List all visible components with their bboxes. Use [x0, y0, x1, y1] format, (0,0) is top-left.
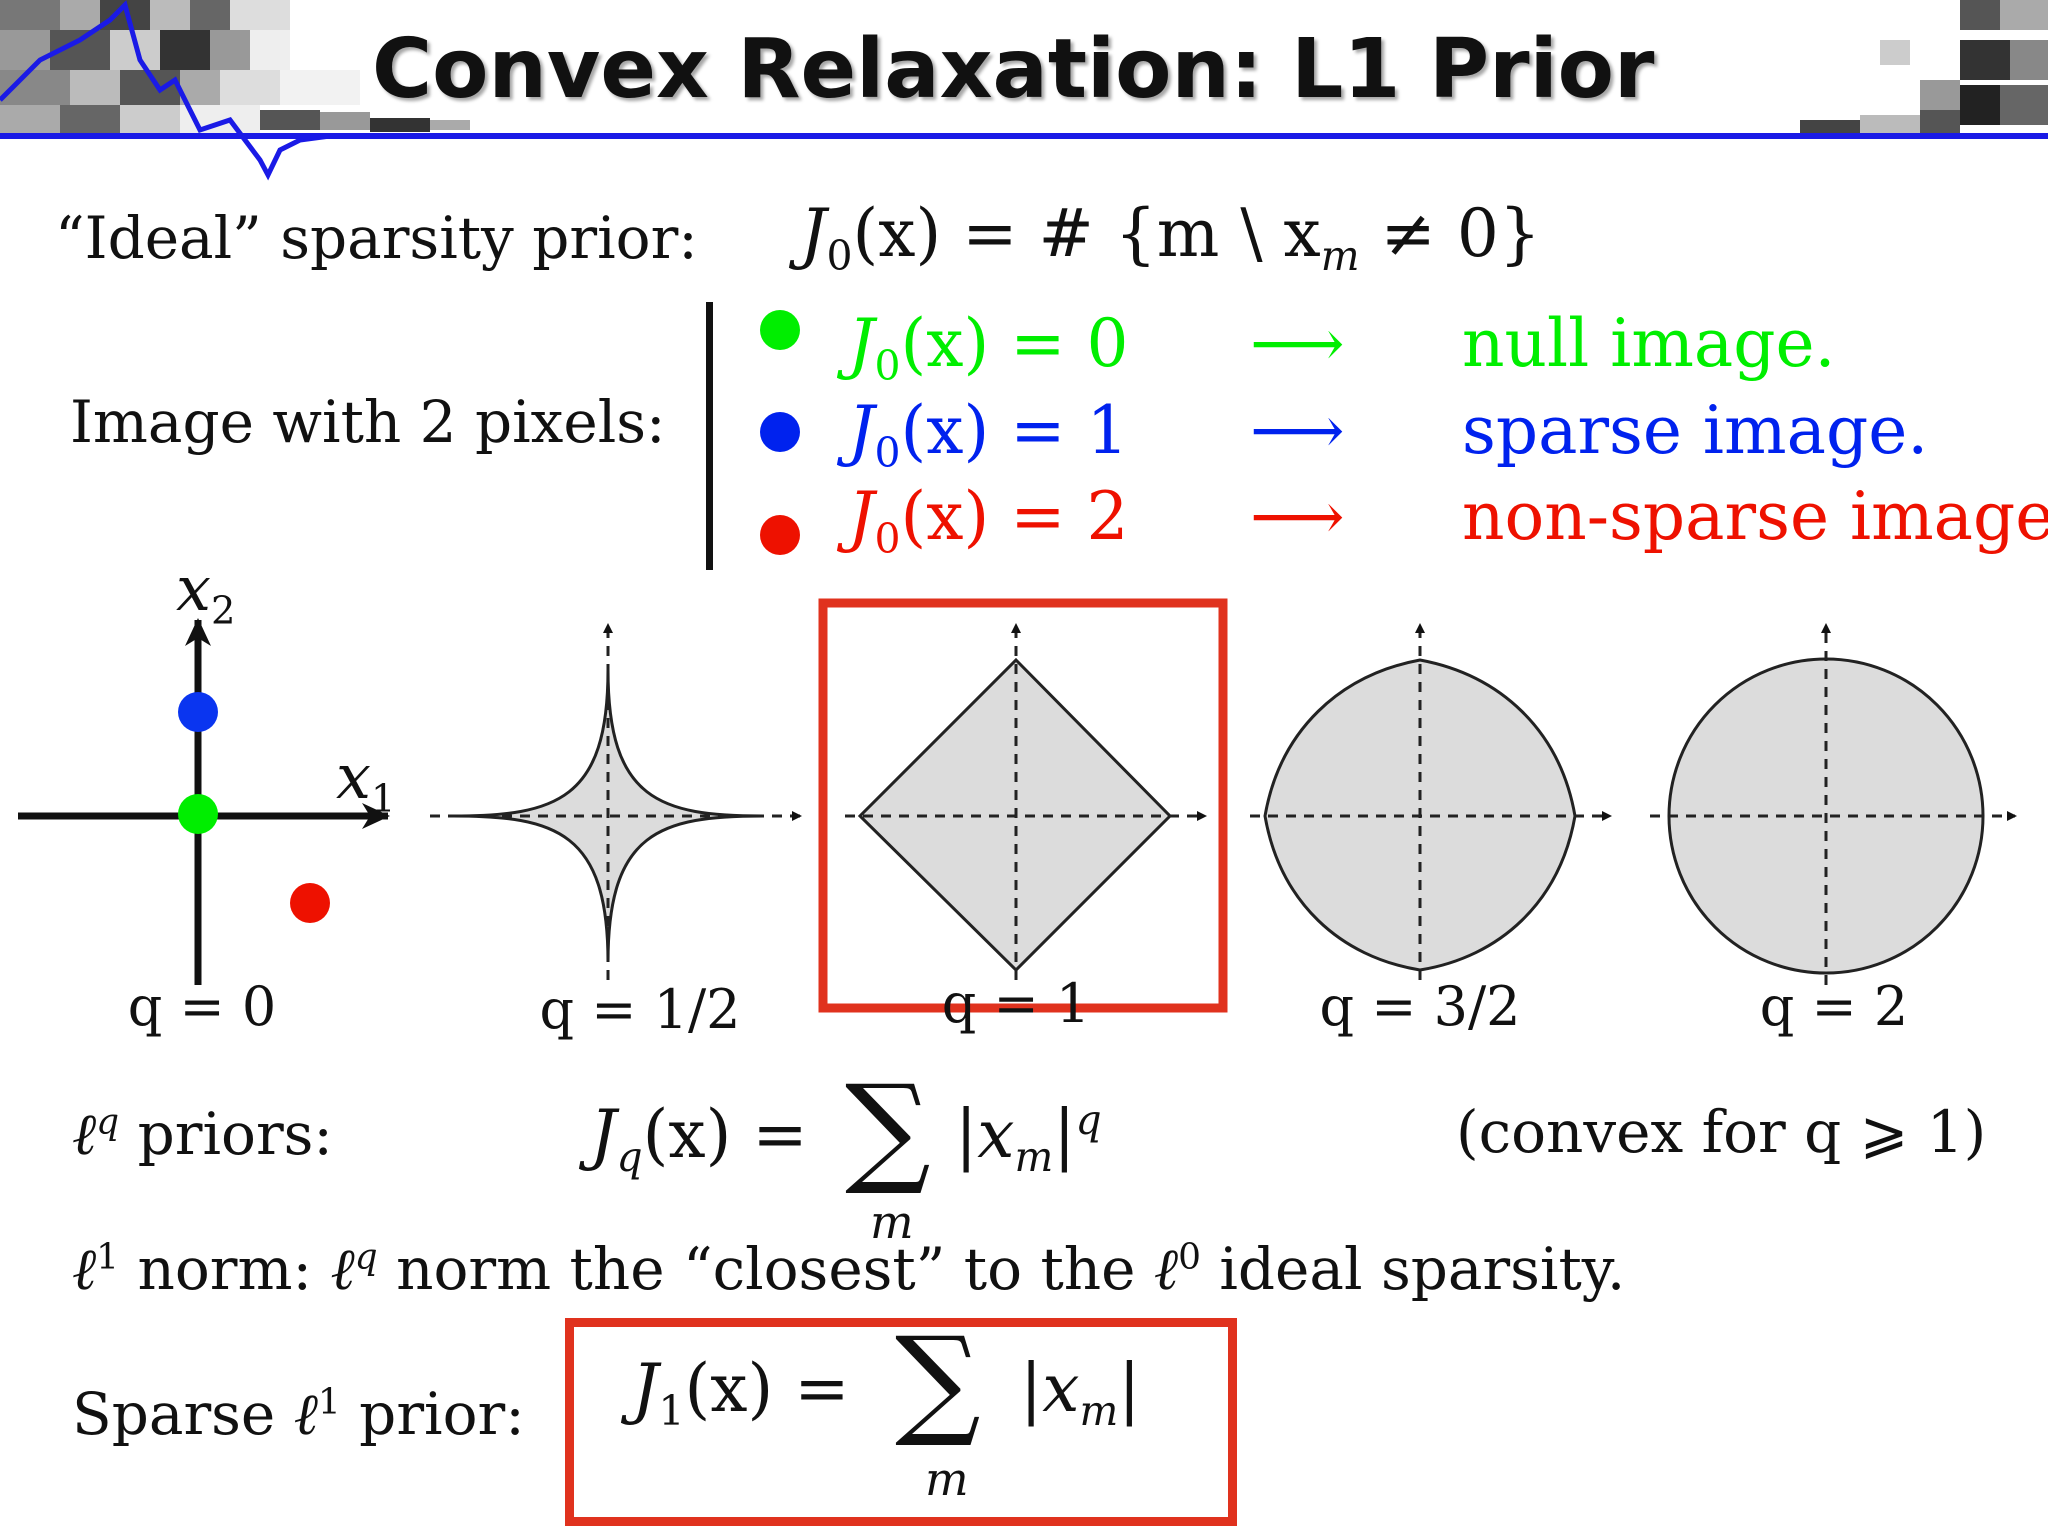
sparse-sum-symbol: ∑: [895, 1312, 981, 1451]
case-sparse-arrow: ⟶: [1250, 392, 1345, 469]
panel-label-q-half: q = 1/2: [539, 978, 741, 1041]
panel-q-half: [430, 623, 802, 980]
case-sparse-desc: sparse image.: [1462, 392, 1929, 469]
lq-sum-index: m: [870, 1195, 914, 1249]
cases-bar: [706, 302, 713, 570]
panel-q1: [818, 598, 1228, 1013]
sparse-bullet: [760, 412, 800, 452]
pixel-mosaic-left: [0, 0, 470, 135]
nonsparse-bullet: [760, 515, 800, 555]
lq-sum-term: |xm|q: [955, 1096, 1102, 1182]
case-null-desc: null image.: [1462, 305, 1836, 382]
lq-sum-symbol: ∑: [845, 1060, 931, 1199]
x1-label: x1: [336, 740, 396, 822]
panel-label-q-3half: q = 3/2: [1319, 975, 1521, 1038]
case-nonsparse-arrow: ⟶: [1250, 478, 1345, 555]
l1-norm-statement: ℓ1 norm: ℓq norm the “closest” to the ℓ0…: [72, 1235, 1626, 1303]
sparse-point: [178, 692, 218, 732]
nonsparse-point: [290, 883, 330, 923]
pixels-label: Image with 2 pixels:: [70, 388, 666, 456]
case-null-arrow: ⟶: [1250, 305, 1345, 382]
panel-label-q2: q = 2: [1759, 975, 1909, 1038]
q1-highlight-box: [818, 598, 1228, 1013]
case-nonsparse-desc: non-sparse image.: [1462, 478, 2048, 555]
header-signal-curve: [0, 0, 331, 181]
header-decoration: [0, 0, 2048, 181]
sparse-sum-index: m: [925, 1452, 969, 1506]
x2-label: x2: [176, 552, 236, 634]
case-nonsparse-formula: J0(x) = 2: [848, 478, 1129, 564]
panel-q0: [18, 618, 390, 985]
sparse-prior-box: [565, 1318, 1237, 1526]
pixel-mosaic-right: [1800, 0, 2048, 135]
case-sparse-formula: J0(x) = 1: [848, 392, 1129, 478]
sparse-sum-term: |xm|: [1020, 1350, 1141, 1436]
sparse-prior-formula: J1(x) =: [632, 1350, 850, 1436]
panel-label-q0: q = 0: [127, 975, 277, 1038]
ideal-prior-formula: J0(x) = # {m \ xm ≠ 0}: [800, 195, 1541, 281]
panel-q-3half: [1250, 623, 1612, 980]
null-bullet: [760, 310, 800, 350]
lq-balls-diagram: [18, 598, 2017, 1013]
lq-prior-formula: Jq(x) =: [590, 1096, 808, 1182]
panel-q2: [1650, 623, 2017, 985]
null-point: [178, 794, 218, 834]
case-null-formula: J0(x) = 0: [848, 305, 1129, 391]
lq-priors-label: ℓq priors:: [72, 1100, 333, 1168]
panel-label-q1: q = 1: [941, 972, 1091, 1035]
sparse-prior-label: Sparse ℓ1 prior:: [72, 1380, 525, 1448]
slide-title: Convex Relaxation: L1 Prior: [372, 22, 1655, 117]
ideal-prior-label: “Ideal” sparsity prior:: [55, 204, 698, 272]
convex-note: (convex for q ⩾ 1): [1456, 1098, 1987, 1166]
